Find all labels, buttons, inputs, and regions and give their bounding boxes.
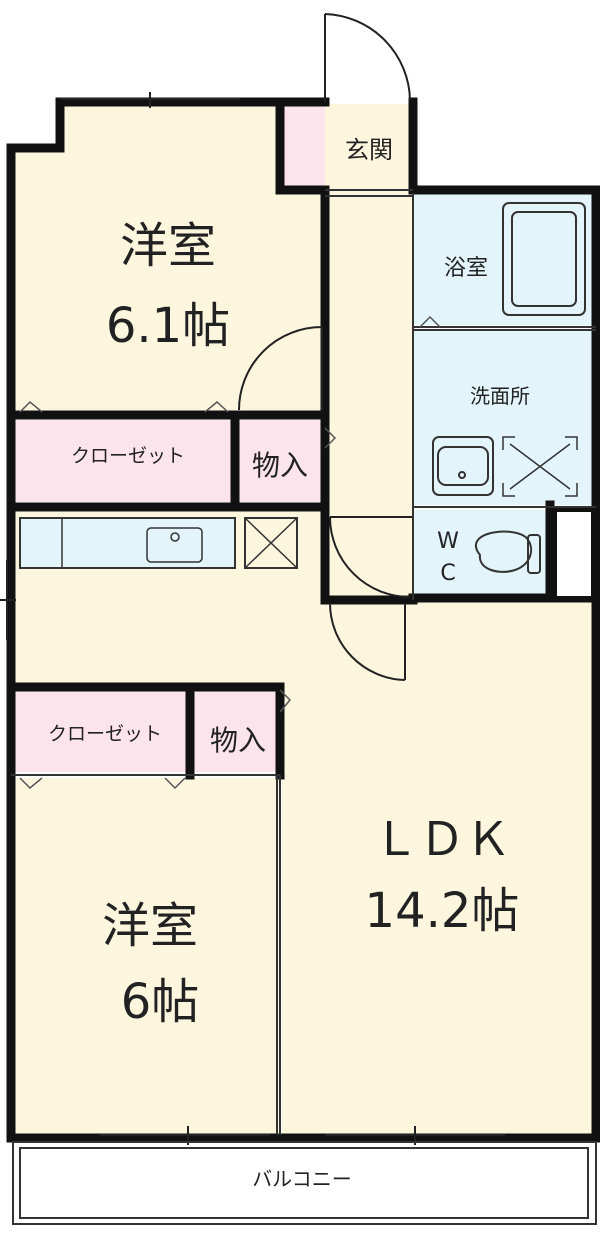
- room2-name: 洋室: [102, 898, 198, 954]
- floor-areas: [15, 104, 595, 1138]
- closet-1-floor: [15, 420, 233, 502]
- pipe-space: [553, 508, 595, 600]
- balcony-outline: [12, 1141, 597, 1225]
- balcony-label: バルコニー: [252, 1167, 352, 1191]
- entrance-floor: [325, 104, 413, 190]
- closet-2-floor: [15, 690, 187, 772]
- wc-label-c: C: [440, 561, 455, 586]
- storage-2-floor: [192, 690, 277, 772]
- window-bottom: [100, 1126, 505, 1145]
- fridge-space: [244, 517, 298, 569]
- entrance-label: 玄関: [345, 136, 393, 164]
- washroom-floor: [413, 330, 593, 505]
- washing-machine-space: [502, 436, 578, 497]
- closet2-label: クローゼット: [48, 723, 162, 745]
- ldk-name: ＬＤＫ: [373, 812, 511, 866]
- wc-label-w: W: [437, 529, 459, 554]
- room1-name: 洋室: [120, 218, 216, 274]
- ldk-floor: [282, 598, 595, 1138]
- window-top: [60, 92, 240, 108]
- western-room-1-floor: [15, 104, 325, 410]
- closet-markers: [19, 315, 441, 790]
- hallway-doors: [329, 516, 413, 681]
- hallway-floor: [325, 190, 413, 610]
- kitchen-counter: [19, 517, 298, 569]
- storage1-label: 物入: [252, 449, 308, 482]
- storage-1-floor: [238, 420, 322, 502]
- room2-size: 6帖: [121, 974, 200, 1030]
- ldk-size: 14.2帖: [365, 883, 520, 939]
- storage2-label: 物入: [210, 724, 266, 757]
- entrance-door: [324, 13, 411, 102]
- bathtub-icon: [502, 202, 586, 316]
- entrance-pink: [280, 104, 325, 190]
- washbasin-icon: [432, 436, 494, 496]
- toilet-icon: [475, 530, 541, 574]
- room1-door: [238, 326, 323, 411]
- window-left: [0, 560, 16, 640]
- room-labels: 洋室 6.1帖 玄関 浴室 洗面所 W C クローゼット 物入 クローゼット 物…: [48, 136, 530, 1191]
- bath-label: 浴室: [444, 256, 488, 281]
- thin-lines: [11, 189, 596, 1135]
- walls: [6, 97, 600, 1143]
- wc-floor: [413, 510, 548, 598]
- room1-size: 6.1帖: [106, 298, 230, 354]
- washroom-label: 洗面所: [470, 384, 530, 408]
- closet1-label: クローゼット: [71, 445, 185, 467]
- sink-icon: [146, 527, 203, 563]
- western-room-2-floor: [15, 778, 280, 1138]
